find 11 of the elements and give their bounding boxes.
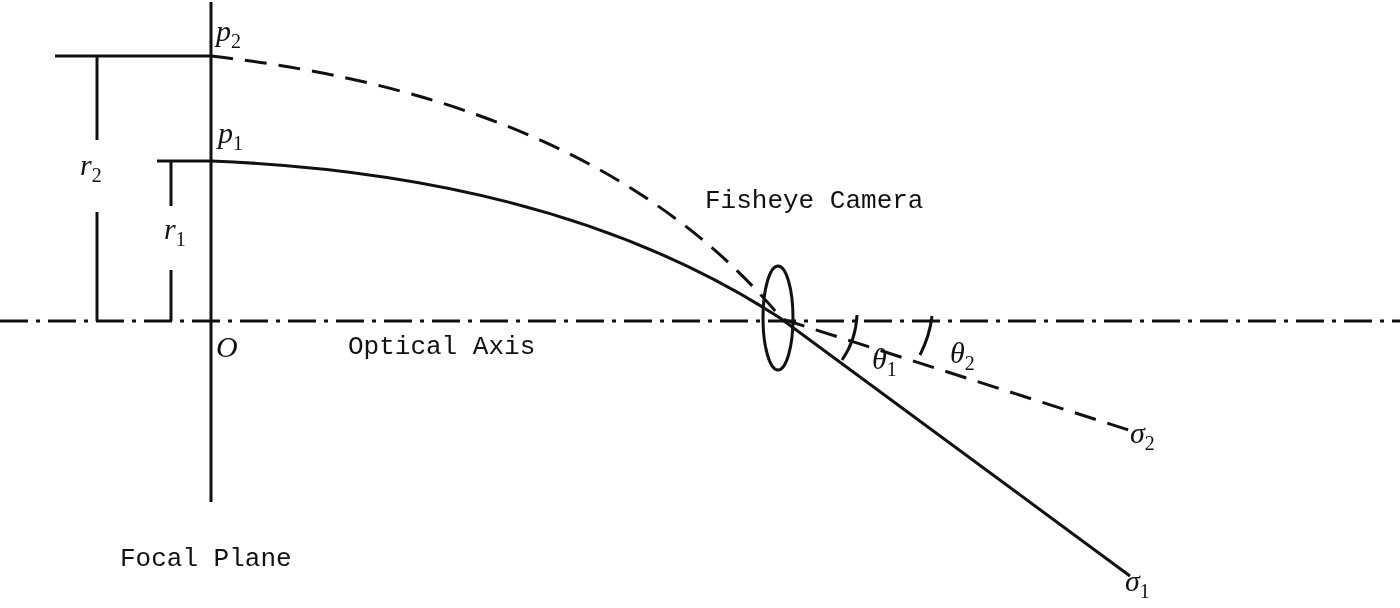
point-label: p$_{1}$ [218,118,243,153]
point-label: p$_{2}$ [216,16,241,51]
radius-label: r$_{1}$ [164,214,186,249]
angle-label: θ$_{2}$ [950,338,975,373]
ray-label: σ$_{1}$ [1125,566,1150,601]
plane-label: Focal Plane [120,546,292,572]
origin-label: O [216,332,238,362]
ray-label: σ$_{2}$ [1130,418,1155,453]
axis-label: Optical Axis [348,334,536,360]
component-label: Fisheye Camera [705,188,924,214]
radius-label: r$_{2}$ [80,150,102,185]
